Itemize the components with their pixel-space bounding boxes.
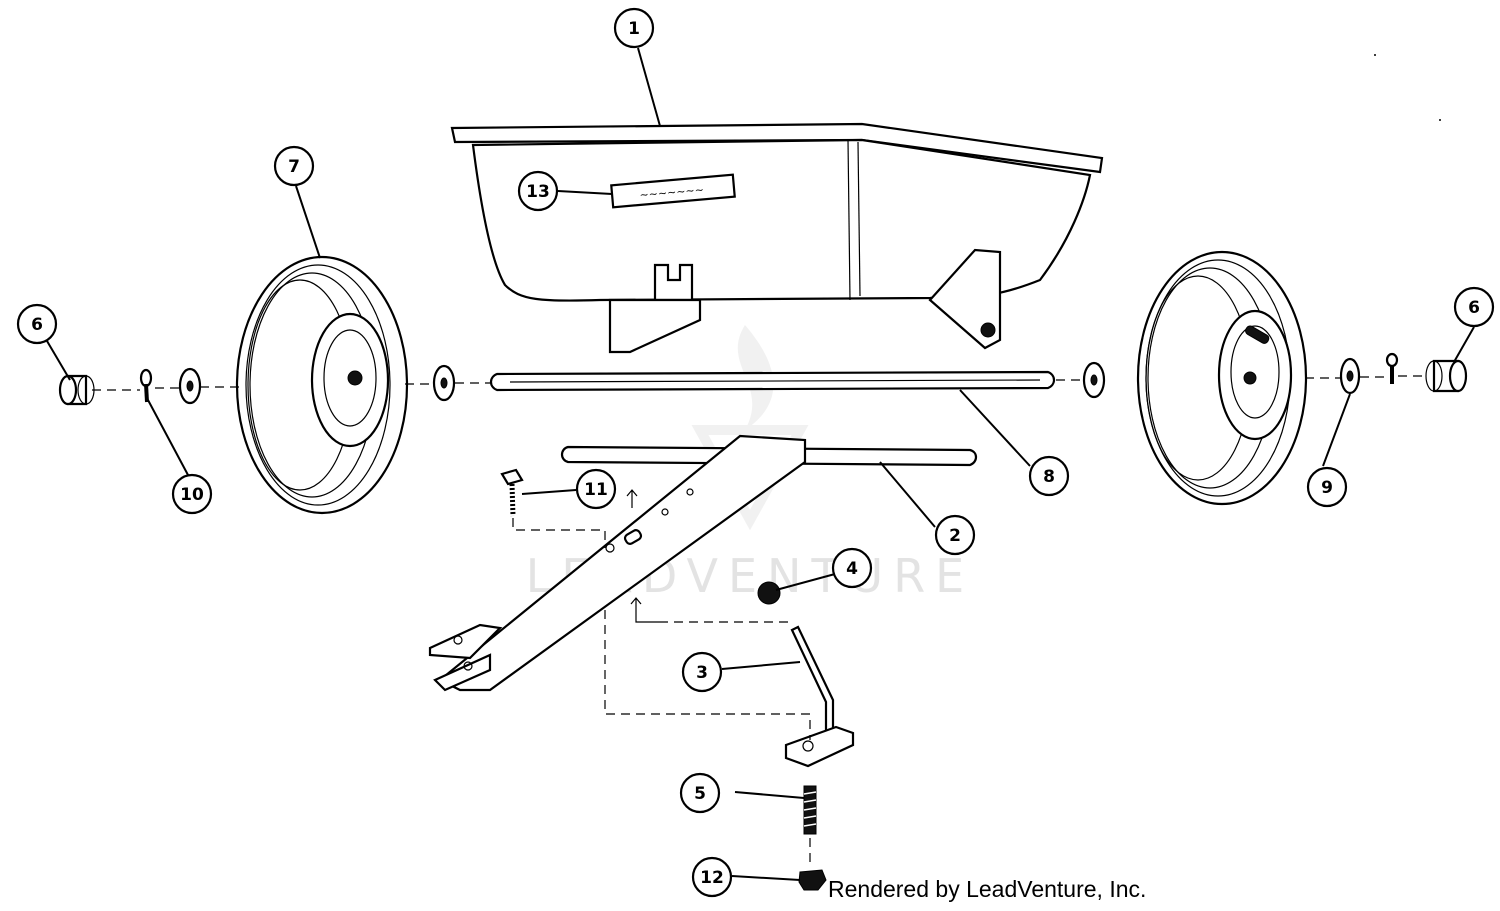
washer-right-outer <box>1339 357 1361 395</box>
svg-text:8: 8 <box>1043 467 1055 487</box>
bolt <box>500 468 524 517</box>
knob <box>757 581 781 605</box>
callout-11: 11 <box>575 468 617 510</box>
callout-10: 10 <box>171 473 213 515</box>
svg-text:6: 6 <box>31 315 43 335</box>
washer-left-outer <box>178 367 202 405</box>
cotter-pin-left <box>139 368 153 403</box>
hub-cap-left <box>58 374 95 406</box>
svg-text:13: 13 <box>526 182 550 202</box>
callout-3: 3 <box>681 651 723 693</box>
svg-text:11: 11 <box>584 480 608 500</box>
axle <box>489 370 1056 392</box>
callout-7: 7 <box>273 145 315 187</box>
stand <box>784 625 855 768</box>
callout-6-right: 6 <box>1453 286 1495 328</box>
callout-12: 12 <box>691 856 733 898</box>
tongue-frame <box>428 434 978 692</box>
svg-text:2: 2 <box>949 526 961 546</box>
callout-8: 8 <box>1028 455 1070 497</box>
cotter-pin-right <box>1385 352 1399 384</box>
callout-1: 1 <box>613 7 655 49</box>
svg-text:5: 5 <box>694 784 706 804</box>
callout-6-left: 6 <box>16 303 58 345</box>
svg-text:4: 4 <box>846 559 858 579</box>
callout-4: 4 <box>831 547 873 589</box>
svg-text:10: 10 <box>180 485 204 505</box>
washer-left-inner <box>432 364 456 402</box>
svg-text:1: 1 <box>628 19 640 39</box>
callout-9: 9 <box>1306 466 1348 508</box>
washer-right-inner <box>1082 361 1106 399</box>
svg-text:6: 6 <box>1468 298 1480 318</box>
callout-5: 5 <box>679 772 721 814</box>
right-wheel <box>1136 250 1308 506</box>
hub-cap-right <box>1425 359 1468 393</box>
callout-2: 2 <box>934 514 976 556</box>
callout-13: 13 <box>517 170 559 212</box>
nut <box>798 869 827 891</box>
screw <box>803 785 817 835</box>
leader-lines <box>46 47 1475 881</box>
cart-tub: ~~~~~~~ <box>450 122 1104 354</box>
svg-text:3: 3 <box>696 663 708 683</box>
left-wheel <box>235 255 409 515</box>
svg-text:12: 12 <box>700 868 724 888</box>
rendered-by-credit: Rendered by LeadVenture, Inc. <box>828 876 1147 902</box>
svg-text:9: 9 <box>1321 478 1333 498</box>
svg-text:~~~~~~~: ~~~~~~~ <box>639 183 704 202</box>
svg-text:7: 7 <box>288 157 300 177</box>
